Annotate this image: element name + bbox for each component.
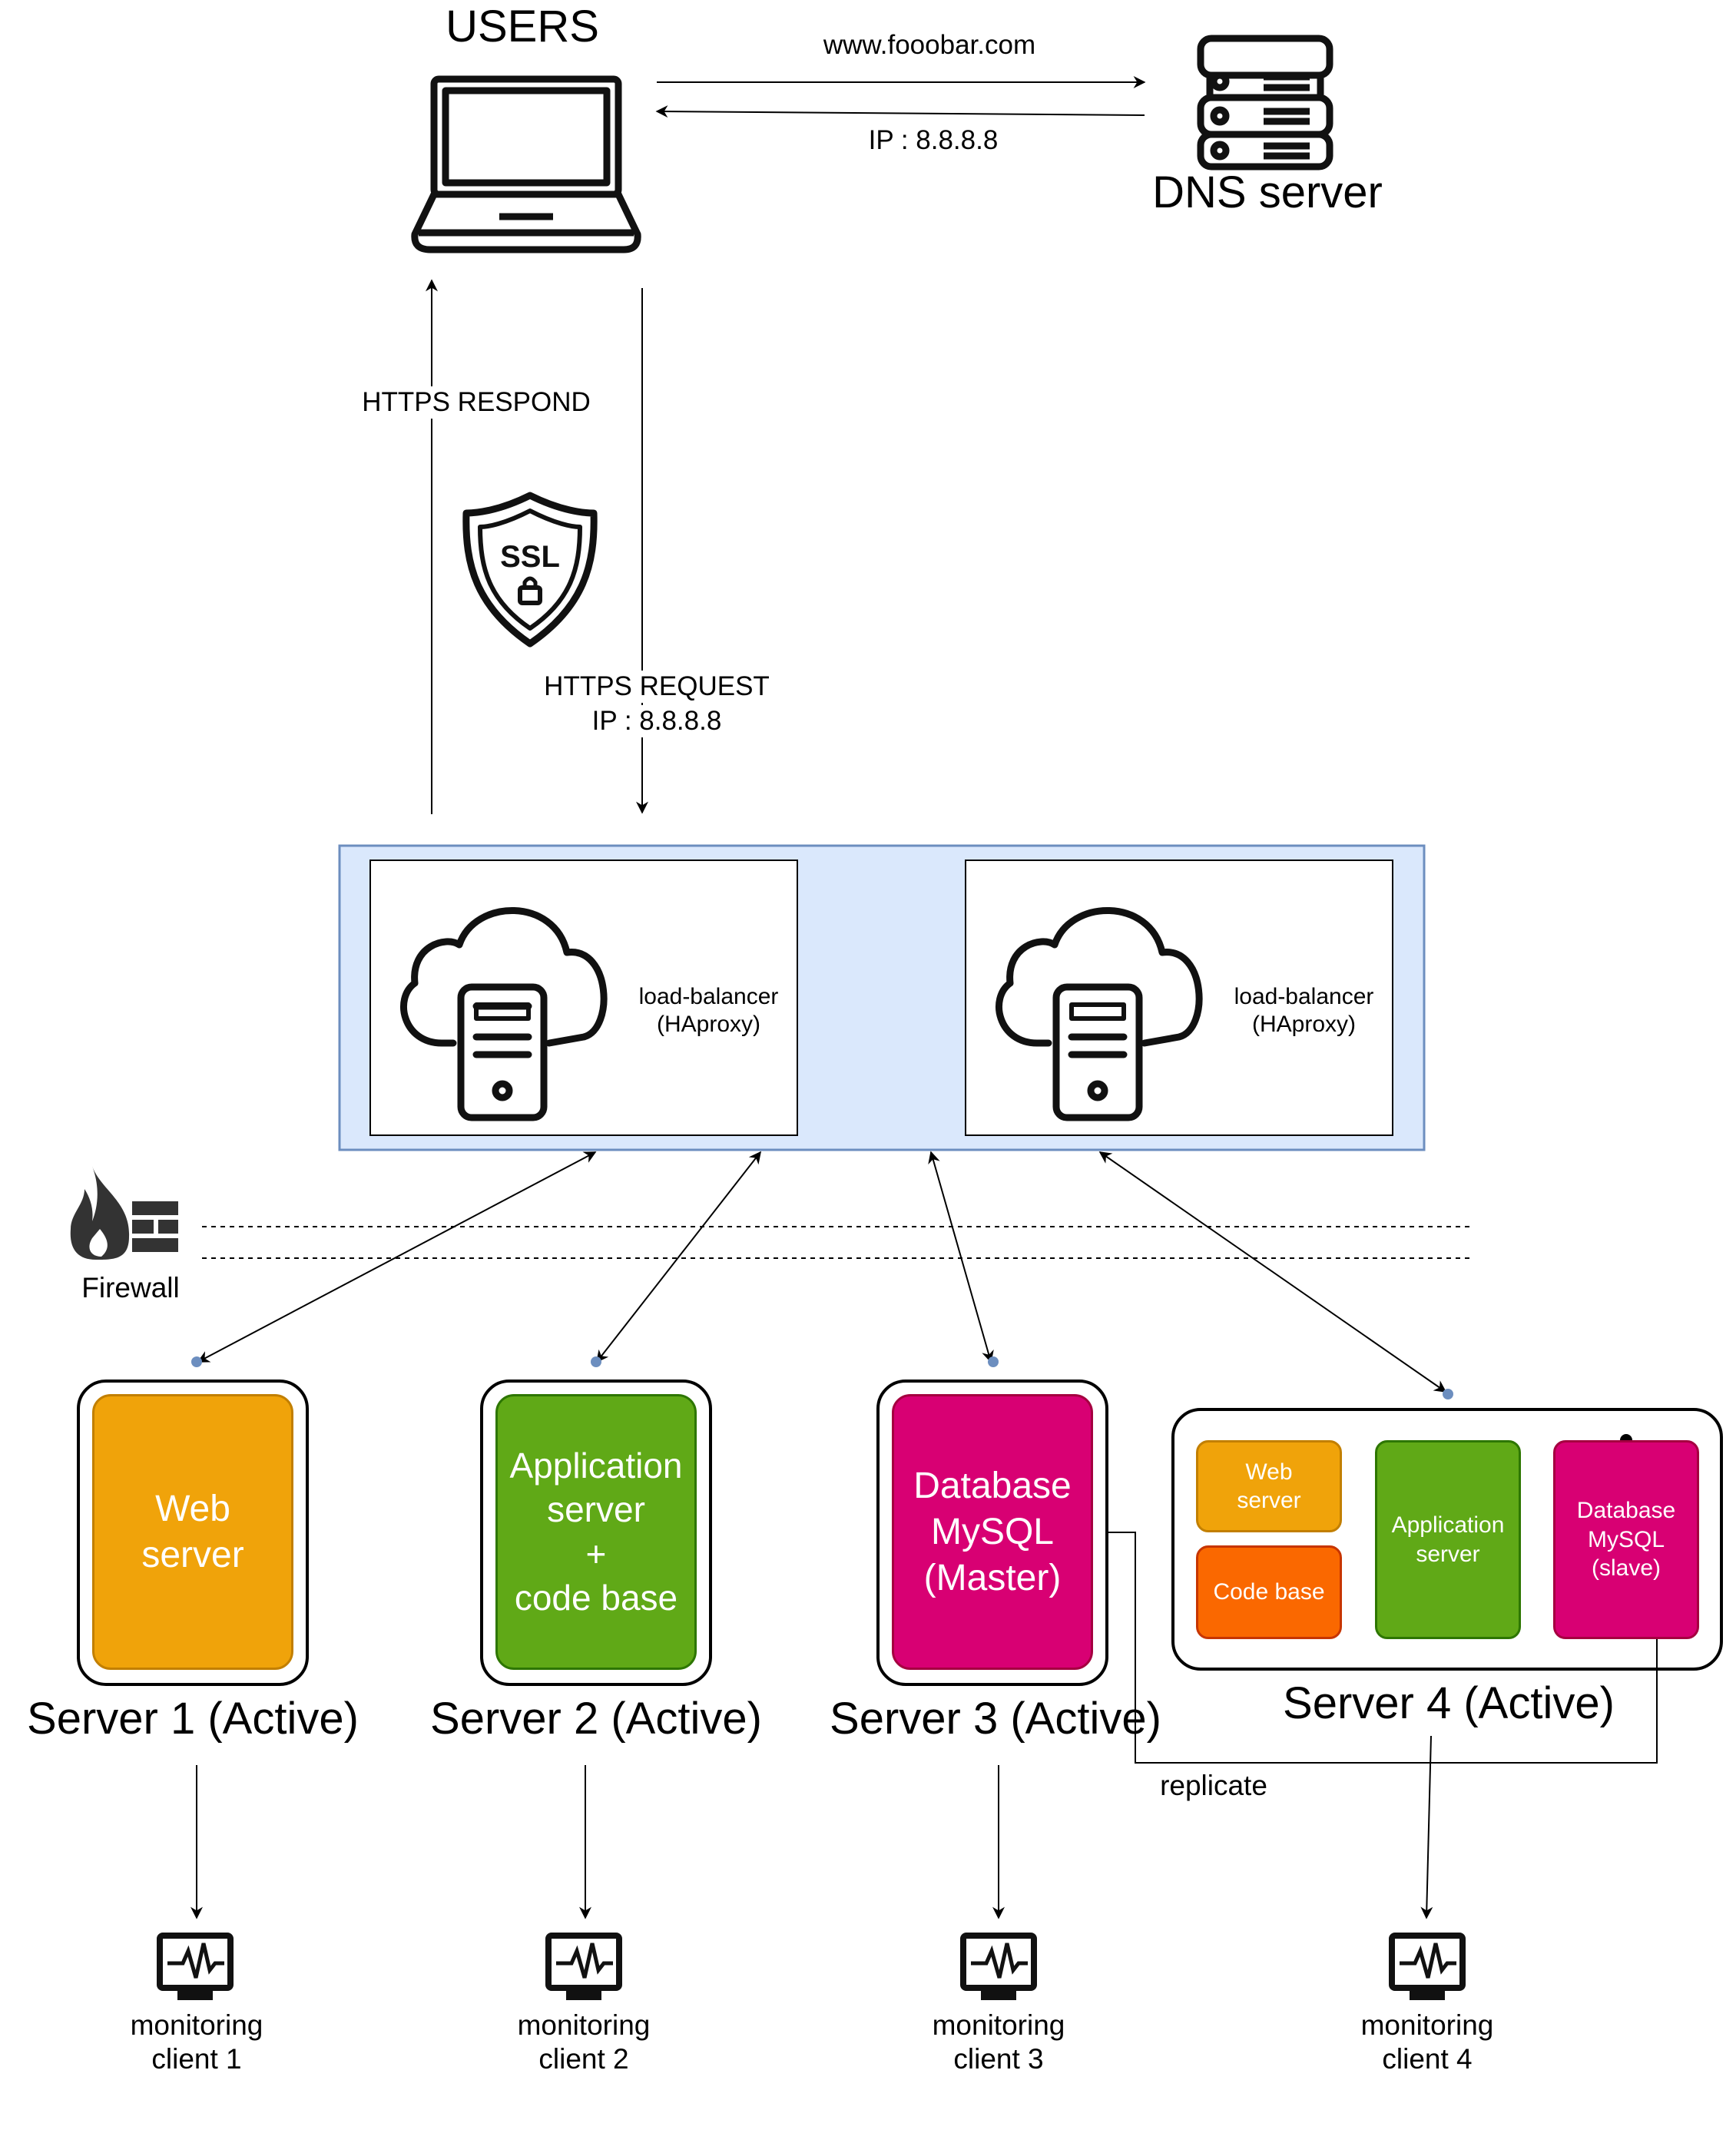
server-3-line: (Master)	[923, 1557, 1062, 1598]
monitoring-client-4-line1: monitoring	[1360, 2009, 1494, 2041]
monitoring-client-2-line1: monitoring	[517, 2009, 651, 2041]
connection-point	[988, 1356, 999, 1367]
load-balancer-2-box	[965, 860, 1393, 1136]
https-request-label: HTTPS REQUEST	[515, 671, 799, 703]
cloud-server-icon	[996, 907, 1203, 1121]
lb-server1-link	[197, 1151, 597, 1363]
server-rack-icon	[1197, 35, 1333, 171]
firewall-icon	[70, 1166, 178, 1260]
lb-server4-link	[1098, 1151, 1447, 1393]
monitoring-client-3-line1: monitoring	[932, 2009, 1065, 2041]
load-balancer-2-name: load-balancer	[1234, 984, 1374, 1009]
server-4-caption: Server 4 (Active)	[1283, 1678, 1615, 1728]
server-1-web-server: Web server	[92, 1394, 293, 1670]
server-4-code-line: Code base	[1213, 1579, 1325, 1605]
server-4-db-slave: Database MySQL (slave)	[1553, 1440, 1699, 1639]
monitoring-link	[1420, 1735, 1433, 1919]
server-4-app-line: server	[1416, 1541, 1480, 1567]
monitoring-client-4-label: monitoring client 4	[1327, 2009, 1527, 2077]
server-4-code-base: Code base	[1196, 1545, 1342, 1639]
dns-answer-arrow	[655, 105, 1145, 118]
server-3-db-master: Database MySQL (Master)	[892, 1394, 1093, 1670]
https-respond-label: HTTPS RESPOND	[346, 386, 607, 419]
monitoring-client-3-label: monitoring client 3	[899, 2009, 1098, 2077]
server-4-web-line: Web	[1245, 1459, 1293, 1485]
server-2-caption: Server 2 (Active)	[430, 1694, 762, 1744]
load-balancer-1-box	[369, 860, 798, 1136]
connection-point	[191, 1356, 202, 1367]
load-balancer-1-name: load-balancer	[638, 984, 779, 1009]
server-3-line: Database	[913, 1465, 1072, 1506]
server-4-web-server: Web server	[1196, 1440, 1342, 1532]
load-balancer-1-type: (HAproxy)	[656, 1012, 760, 1037]
laptop-icon	[411, 75, 641, 253]
ssl-shield-icon	[462, 492, 598, 648]
server-2-line: +	[585, 1533, 607, 1574]
monitor-icon	[960, 1933, 1037, 2000]
monitor-icon	[1389, 1933, 1466, 2000]
monitoring-client-2-label: monitoring client 2	[484, 2009, 684, 2077]
server-2-line: Application	[509, 1445, 683, 1486]
lb-server2-link	[596, 1151, 761, 1363]
dns-answer-label: IP : 8.8.8.8	[868, 125, 999, 155]
server-3-caption: Server 3 (Active)	[830, 1694, 1161, 1744]
firewall-label: Firewall	[81, 1272, 180, 1303]
server-4-app-server: Application server	[1375, 1440, 1521, 1639]
server-3-line: MySQL	[930, 1511, 1054, 1552]
connection-point	[591, 1356, 601, 1367]
load-balancer-1-label: load-balancer (HAproxy)	[626, 983, 791, 1038]
monitoring-client-4-line2: client 4	[1382, 2043, 1473, 2075]
ssl-icon-text: SSL	[500, 540, 560, 574]
dns-title: DNS server	[1152, 167, 1383, 217]
server-2-app-server: Application server + code base	[495, 1394, 697, 1670]
cloud-server-icon	[400, 907, 608, 1121]
replicate-label: replicate	[1160, 1770, 1267, 1801]
server-1-line: server	[141, 1534, 244, 1575]
monitoring-client-2-line2: client 2	[538, 2043, 629, 2075]
load-balancer-2-type: (HAproxy)	[1251, 1012, 1356, 1037]
server-4-db-line: Database	[1576, 1498, 1676, 1524]
monitor-icon	[157, 1933, 234, 2000]
monitoring-client-1-line1: monitoring	[130, 2009, 263, 2041]
server-1-caption: Server 1 (Active)	[27, 1694, 359, 1744]
server-2-line: server	[547, 1489, 645, 1529]
server-4-web-line: server	[1237, 1488, 1301, 1513]
monitoring-client-1-line2: client 1	[151, 2043, 242, 2075]
lb-server3-link	[928, 1151, 994, 1363]
server-4-db-line: MySQL	[1587, 1526, 1665, 1552]
server-2-line: code base	[514, 1578, 678, 1618]
server-4-app-line: Application	[1391, 1512, 1505, 1538]
load-balancer-2-label: load-balancer (HAproxy)	[1221, 983, 1386, 1038]
monitoring-client-3-line2: client 3	[953, 2043, 1044, 2075]
monitoring-client-1-label: monitoring client 1	[97, 2009, 297, 2077]
users-title: USERS	[446, 2, 599, 51]
connection-point	[1443, 1389, 1453, 1399]
replication-link	[1108, 1532, 1663, 1764]
dns-query-label: www.fooobar.com	[823, 30, 1036, 60]
server-1-line: Web	[155, 1488, 230, 1529]
monitor-icon	[545, 1933, 622, 2000]
server-4-db-line: (slave)	[1591, 1555, 1661, 1582]
https-request-ip: IP : 8.8.8.8	[538, 705, 776, 737]
